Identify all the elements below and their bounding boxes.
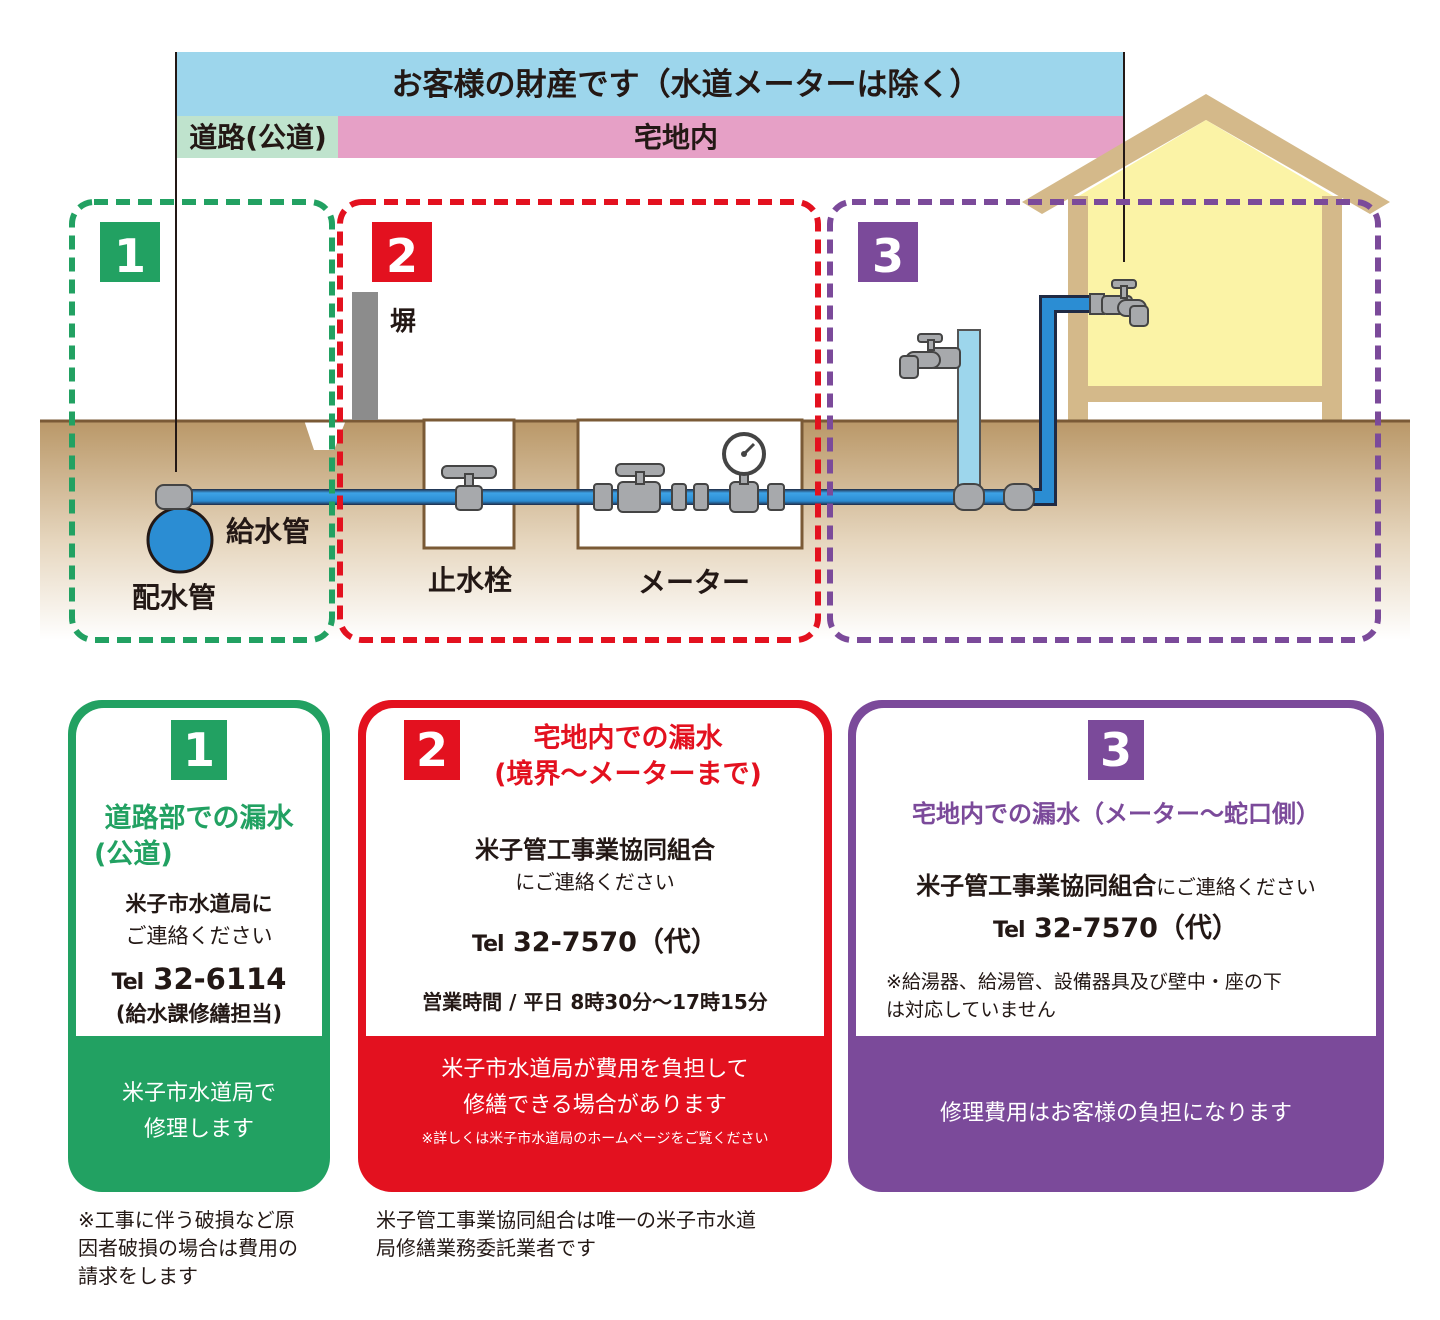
card-1-note-line2: 因者破損の場合は費用の — [78, 1236, 298, 1260]
zone-1-number: 1 — [114, 229, 146, 283]
meter-gauge-icon — [722, 432, 766, 476]
card-3-title: 宅地内での漏水（メーター〜蛇口側） — [912, 800, 1320, 828]
card-3-org: 米子管工事業協同組合 — [916, 872, 1157, 900]
tel-prefix: Tel — [111, 970, 145, 995]
property-label: お客様の財産です（水道メーターは除く） — [392, 67, 981, 103]
card-1-contact-line2: ご連絡ください — [125, 924, 273, 948]
card-2-bottom-line2: 修繕できる場合があります — [463, 1093, 727, 1118]
stop-valve-label: 止水栓 — [428, 564, 512, 597]
indoor-faucet-icon — [1089, 279, 1149, 327]
card-2-title-line2: (境界〜メーターまで) — [494, 759, 762, 790]
supply-pipe-label: 給水管 — [226, 515, 310, 548]
card-1-note-line3: 請求をします — [78, 1264, 198, 1288]
premises-label: 宅地内 — [634, 121, 718, 154]
card-2-note: 米子管工事業協同組合は唯一の米子市水道 局修繕業務委託業者です — [376, 1206, 816, 1262]
card-3-contact: にご連絡ください — [1156, 875, 1316, 899]
tel-prefix: Tel — [472, 932, 505, 957]
card-2-title-line1: 宅地内での漏水 — [533, 723, 723, 754]
card-3-tel-number: 32-7570（代） — [1034, 913, 1239, 944]
card-1-title-line2: (公道) — [94, 839, 173, 870]
card-2-note-line1: 米子管工事業協同組合は唯一の米子市水道 — [376, 1208, 756, 1232]
meter-label: メーター — [638, 566, 750, 599]
card-2-bottom-small: ※詳しくは米子市水道局のホームページをご覧ください — [421, 1131, 769, 1147]
card-1-tel: Tel 32-6114 — [68, 962, 330, 996]
zone-2-frame — [337, 199, 821, 643]
card-premises-leak-faucet: 3 宅地内での漏水（メーター〜蛇口側） 米子管工事業協同組合にご連絡ください T… — [848, 700, 1384, 1192]
card-2-tel-number: 32-7570（代） — [513, 927, 718, 958]
card-2-org: 米子管工事業協同組合 — [475, 836, 715, 864]
zone-3-number: 3 — [872, 229, 904, 283]
boundary-wall — [352, 292, 378, 420]
zone-2-number: 2 — [386, 229, 418, 283]
card-premises-leak-boundary: 2 宅地内での漏水 (境界〜メーターまで) 米子管工事業協同組合 にご連絡くださ… — [358, 700, 832, 1192]
distribution-main — [146, 506, 214, 574]
card-1-bottom-line1: 米子市水道局で — [121, 1081, 276, 1106]
premises-band — [338, 116, 1124, 158]
tel-prefix: Tel — [993, 918, 1026, 943]
meter-box — [576, 418, 804, 550]
card-3-bottom: 修理費用はお客様の負担になります — [848, 1036, 1384, 1192]
zone-3-frame — [827, 199, 1381, 643]
card-road-leak: 1 道路部での漏水 (公道) 米子市水道局に ご連絡ください Tel 32-61… — [68, 700, 330, 1192]
card-2-bottom: 米子市水道局が費用を負担して 修繕できる場合があります ※詳しくは米子市水道局の… — [358, 1036, 832, 1192]
card-2-number: 2 — [404, 720, 460, 780]
card-1-title-line1: 道路部での漏水 — [104, 803, 294, 834]
card-1-dept: (給水課修繕担当) — [115, 1002, 283, 1026]
card-2-tel: Tel 32-7570（代） — [358, 920, 832, 959]
zone-1-frame — [69, 199, 335, 643]
card-3-caution: ※給湯器、給湯管、設備器具及び壁中・座の下 は対応していません — [886, 968, 1282, 1024]
water-pipe-diagram: お客様の財産です（水道メーターは除く） 道路(公道) 宅地内 塀 — [40, 52, 1410, 643]
zone-1-badge — [100, 222, 160, 282]
card-3-tel: Tel 32-7570（代） — [848, 906, 1384, 945]
card-3-number: 3 — [1088, 720, 1144, 780]
card-2-note-line2: 局修繕業務委託業者です — [376, 1236, 596, 1260]
card-3-caution-line2: は対応していません — [886, 999, 1056, 1021]
zone-3-badge — [858, 222, 918, 282]
card-1-bottom-line2: 修理します — [143, 1117, 254, 1142]
card-3-bottom-text: 修理費用はお客様の負担になります — [939, 1101, 1292, 1126]
stop-valve-icon — [441, 465, 497, 511]
card-3-caution-line1: ※給湯器、給湯管、設備器具及び壁中・座の下 — [886, 971, 1282, 993]
card-3-contact-row: 米子管工事業協同組合にご連絡ください — [848, 866, 1384, 901]
card-1-contact-line1: 米子市水道局に — [125, 892, 273, 916]
card-2-hours: 営業時間 / 平日 8時30分〜17時15分 — [422, 990, 768, 1014]
card-1-note-line1: ※工事に伴う破損など原 — [78, 1208, 295, 1232]
card-1-tel-number: 32-6114 — [153, 962, 287, 996]
card-2-bottom-line1: 米子市水道局が費用を負担して — [441, 1057, 749, 1082]
property-band — [176, 52, 1124, 116]
card-1-note: ※工事に伴う破損など原 因者破損の場合は費用の 請求をします — [78, 1206, 338, 1290]
outdoor-faucet-icon — [899, 333, 961, 379]
road-label: 道路(公道) — [189, 121, 327, 154]
zone-2-badge — [372, 222, 432, 282]
outdoor-standpipe — [957, 329, 981, 501]
card-2-contact: にご連絡ください — [515, 870, 675, 894]
meter-assembly-icon — [593, 463, 785, 513]
wall-label: 塀 — [390, 307, 416, 337]
card-1-number: 1 — [171, 720, 227, 780]
road-band — [176, 116, 338, 158]
distribution-pipe-label: 配水管 — [132, 581, 216, 614]
card-1-bottom: 米子市水道局で 修理します — [68, 1036, 330, 1192]
